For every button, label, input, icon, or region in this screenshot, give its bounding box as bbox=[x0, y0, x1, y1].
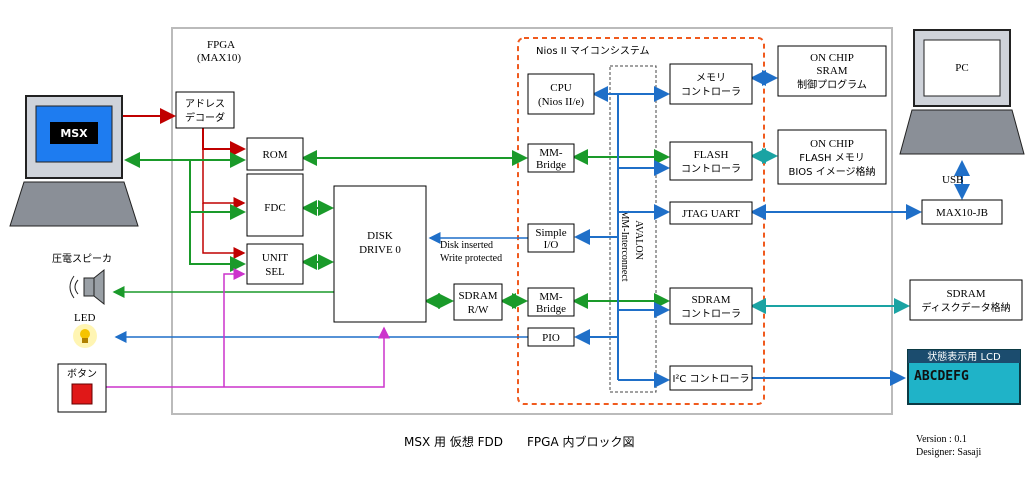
svg-text:BIOS イメージ格納: BIOS イメージ格納 bbox=[788, 165, 875, 178]
led-label: LED bbox=[74, 312, 95, 324]
svg-text:デコーダ: デコーダ bbox=[185, 111, 225, 124]
svg-text:コントローラ: コントローラ bbox=[681, 163, 741, 175]
svg-text:Bridge: Bridge bbox=[536, 159, 566, 171]
sdram-rw-block: SDRAM R/W bbox=[453, 283, 503, 321]
designer-label: Designer: Sasaji bbox=[916, 447, 981, 458]
speaker-label: 圧電スピーカ bbox=[52, 253, 112, 265]
usb-label: USB bbox=[942, 174, 963, 186]
svg-text:SEL: SEL bbox=[265, 266, 285, 278]
svg-text:Simple: Simple bbox=[535, 227, 566, 239]
fpga-title: FPGA bbox=[207, 39, 235, 51]
disk-drive-block: DISK DRIVE 0 bbox=[333, 185, 427, 323]
version-label: Version : 0.1 bbox=[916, 434, 967, 445]
rom-block: ROM bbox=[246, 137, 304, 171]
svg-text:制御プログラム: 制御プログラム bbox=[797, 78, 867, 91]
diagram-caption: MSX 用 仮想 FDD FPGA 内ブロック図 bbox=[404, 434, 634, 449]
fpga-frame bbox=[171, 27, 893, 415]
fpga-subtitle: (MAX10) bbox=[197, 52, 241, 64]
svg-text:SDRAM: SDRAM bbox=[946, 288, 985, 300]
svg-text:I/O: I/O bbox=[544, 239, 559, 251]
svg-text:ON CHIP: ON CHIP bbox=[810, 138, 854, 150]
fdc-block: FDC bbox=[246, 173, 304, 237]
led-icon bbox=[73, 324, 97, 348]
pc-laptop: PC bbox=[899, 29, 1025, 155]
button-to-unit-line bbox=[223, 268, 246, 387]
decoder-to-fdc-line bbox=[202, 149, 246, 209]
button-signal-line bbox=[106, 326, 390, 388]
address-decoder-block: アドレス デコーダ bbox=[175, 91, 235, 129]
svg-text:CPU: CPU bbox=[550, 82, 571, 94]
cpu-block: CPU (Nios II/e) bbox=[527, 73, 595, 115]
svg-text:UNIT: UNIT bbox=[262, 252, 289, 264]
write-protected-label: Write protected bbox=[440, 253, 502, 264]
svg-text:ボタン: ボタン bbox=[67, 368, 97, 380]
svg-text:FLASH: FLASH bbox=[694, 149, 729, 161]
jtag-uart-block: JTAG UART bbox=[669, 201, 753, 225]
i2c-controller-block: I²C コントローラ bbox=[669, 365, 753, 391]
svg-text:I²C コントローラ: I²C コントローラ bbox=[672, 373, 749, 385]
avalon-interconnect bbox=[609, 65, 657, 393]
onchip-sram-block: ON CHIP SRAM 制御プログラム bbox=[777, 45, 887, 97]
svg-text:Bridge: Bridge bbox=[536, 303, 566, 315]
disk-inserted-label: Disk inserted bbox=[440, 240, 493, 251]
svg-text:DISK: DISK bbox=[367, 230, 393, 242]
mm-bridge-1-block: MM- Bridge bbox=[527, 143, 575, 173]
simple-io-block: Simple I/O bbox=[527, 223, 575, 253]
svg-text:JTAG UART: JTAG UART bbox=[682, 208, 740, 220]
msx-bus-fdc bbox=[189, 160, 246, 220]
svg-text:メモリ: メモリ bbox=[696, 73, 726, 84]
max10jb-block: MAX10-JB bbox=[921, 199, 1003, 225]
svg-text:R/W: R/W bbox=[468, 304, 489, 316]
svg-text:SDRAM: SDRAM bbox=[691, 294, 730, 306]
msx-bus-unit bbox=[189, 212, 246, 272]
svg-text:SRAM: SRAM bbox=[816, 65, 847, 77]
svg-text:DRIVE 0: DRIVE 0 bbox=[359, 244, 401, 256]
svg-text:状態表示用 LCD: 状態表示用 LCD bbox=[927, 350, 1001, 363]
msx-logo: MSX bbox=[60, 127, 88, 140]
decoder-to-rom-line bbox=[202, 126, 246, 157]
svg-text:MAX10-JB: MAX10-JB bbox=[936, 207, 988, 219]
avalon-label: AVALON bbox=[633, 220, 644, 260]
svg-text:ON CHIP: ON CHIP bbox=[810, 52, 854, 64]
speaker-icon bbox=[69, 268, 105, 306]
mm-bridge-2-block: MM- Bridge bbox=[527, 287, 575, 317]
svg-text:MM-: MM- bbox=[539, 147, 563, 159]
button-block: ボタン bbox=[57, 363, 107, 413]
svg-text:FLASH メモリ: FLASH メモリ bbox=[799, 153, 864, 164]
svg-text:SDRAM: SDRAM bbox=[458, 290, 497, 302]
msx-laptop: MSX bbox=[9, 95, 139, 227]
nios-frame bbox=[517, 37, 765, 405]
pio-block: PIO bbox=[527, 327, 575, 347]
svg-text:ROM: ROM bbox=[262, 149, 287, 161]
svg-text:PC: PC bbox=[955, 62, 968, 74]
onchip-flash-block: ON CHIP FLASH メモリ BIOS イメージ格納 bbox=[777, 129, 887, 185]
svg-text:FDC: FDC bbox=[264, 202, 285, 214]
lcd-display: 状態表示用 LCD ABCDEFG bbox=[907, 349, 1021, 405]
lcd-text: ABCDEFG bbox=[914, 369, 969, 384]
nios-title: Nios II マイコンシステム bbox=[536, 45, 650, 57]
svg-text:(Nios II/e): (Nios II/e) bbox=[538, 96, 584, 108]
svg-text:コントローラ: コントローラ bbox=[681, 86, 741, 98]
flash-controller-block: FLASH コントローラ bbox=[669, 141, 753, 181]
external-sdram-block: SDRAM ディスクデータ格納 bbox=[909, 279, 1023, 321]
avalon-sub-label: MM-Interconnect bbox=[619, 210, 630, 281]
memory-controller-block: メモリ コントローラ bbox=[669, 63, 753, 105]
sdram-controller-block: SDRAM コントローラ bbox=[669, 287, 753, 325]
svg-text:ディスクデータ格納: ディスクデータ格納 bbox=[921, 301, 1010, 314]
svg-text:コントローラ: コントローラ bbox=[681, 308, 741, 320]
decoder-to-unit-line bbox=[202, 203, 246, 259]
svg-text:アドレス: アドレス bbox=[185, 99, 225, 110]
svg-text:PIO: PIO bbox=[542, 332, 560, 344]
svg-text:MM-: MM- bbox=[539, 291, 563, 303]
unit-sel-block: UNIT SEL bbox=[246, 243, 304, 285]
